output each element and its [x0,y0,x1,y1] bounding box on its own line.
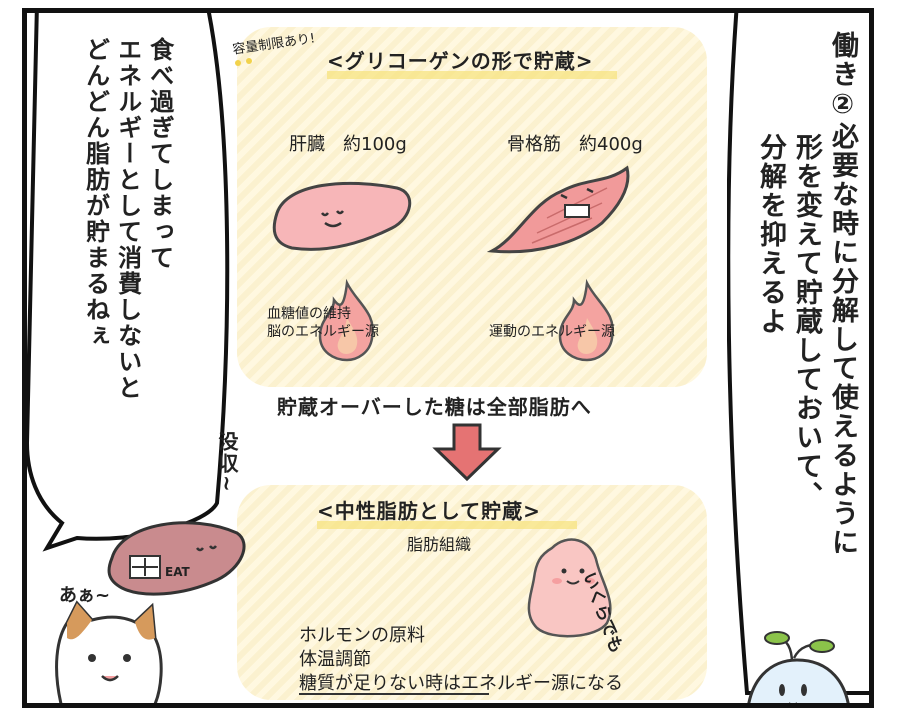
liver-role-1: 血糖値の維持 [267,306,351,322]
down-arrow-icon [432,423,502,482]
right-narration-bubble [727,13,869,695]
cat-character [55,600,163,703]
glycogen-title-underline [327,71,617,79]
cat-sfx: あぁ~ [59,585,111,606]
bubble-col2: エネルギーとして消費しないと [113,37,142,401]
sprout-mascot [747,631,850,703]
muscle-label: 骨格筋 約400g [507,134,643,155]
fat-item-2: 体温調節 [299,649,371,670]
fat-item-3-underline [299,693,489,695]
muscle-illustration [487,165,630,254]
left-speech-bubble [27,13,230,552]
narration-col2: 形を変えて貯蔵しておいて、 [791,133,823,510]
bubble-col1: 食べ過ぎてしまって [145,37,174,271]
liver-illustration [272,181,412,251]
liver-label: 肝臓 約100g [289,134,407,155]
narration-col1: 働き②必要な時に分解して使えるように [827,31,859,557]
highlight-dots [235,58,252,66]
muscle-role: 運動のエネルギー源 [489,324,615,340]
glycogen-title: <グリコーゲンの形で貯蔵> [327,49,594,73]
liver-role-2: 脳のエネルギー源 [267,324,379,340]
fat-item-1: ホルモンの原料 [299,625,425,646]
fat-title-underline [317,521,577,529]
bubble-col3: どんどん脂肪が貯まるねぇ [81,37,110,349]
liver-eat-tag: EAT [165,565,190,579]
fat-item-3: 糖質が足りない時はエネルギー源になる [299,673,623,694]
flame-icon-muscle [558,278,615,362]
fat-tissue-illustration [527,538,612,638]
fat-title: <中性脂肪として貯蔵> [317,499,541,523]
confiscate-sfx: 没収~ [215,431,239,494]
flame-icon-liver [318,278,375,362]
fat-box [237,485,707,700]
comic-panel: 食べ過ぎてしまって エネルギーとして消費しないと どんどん脂肪が貯まるねぇ 働き… [22,8,874,708]
overflow-text: 貯蔵オーバーした糖は全部脂肪へ [277,395,592,419]
narration-col3: 分解を抑えるよ [755,133,787,336]
liver-character [107,521,246,596]
fat-subtitle: 脂肪組織 [407,535,472,554]
